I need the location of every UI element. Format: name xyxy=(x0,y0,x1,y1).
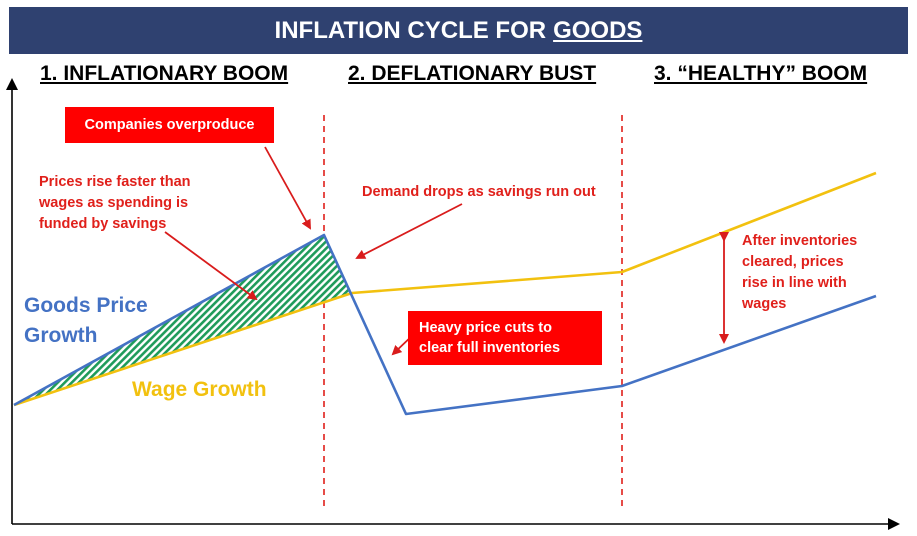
demand-drops-arrow xyxy=(355,203,463,259)
overproduce-callout: Companies overproduce xyxy=(65,107,274,143)
demand-drops-note: Demand drops as savings run out xyxy=(362,182,596,203)
price-cuts-line-1: Heavy price cuts to xyxy=(419,320,552,336)
after-clear-note: After inventories cleared, prices rise i… xyxy=(742,231,857,315)
goods-label-line-1: Goods Price xyxy=(24,294,148,317)
after-clear-line-3: rise in line with xyxy=(742,275,847,291)
wage-growth-line xyxy=(13,171,877,407)
price-cuts-callout: Heavy price cuts to clear full inventori… xyxy=(408,311,602,365)
wage-growth-label: Wage Growth xyxy=(132,378,267,401)
prices-rise-line-3: funded by savings xyxy=(39,216,167,232)
prices-rise-line-1: Prices rise faster than xyxy=(39,174,191,190)
goods-price-growth-label: Goods Price Growth xyxy=(24,291,148,351)
price-cuts-line-2: clear full inventories xyxy=(419,340,561,356)
title-banner: INFLATION CYCLE FOR GOODS xyxy=(9,7,908,54)
after-clear-line-1: After inventories xyxy=(742,233,858,249)
title-text: INFLATION CYCLE FOR xyxy=(274,16,547,44)
prices-rise-line-2: wages as spending is xyxy=(39,195,189,211)
overproduce-arrow xyxy=(264,146,311,230)
title-emphasis: GOODS xyxy=(553,16,643,44)
after-clear-line-2: cleared, prices xyxy=(742,254,844,270)
after-clear-line-4: wages xyxy=(742,296,787,312)
phase-label-deflationary-bust: 2. DEFLATIONARY BUST xyxy=(348,62,597,85)
goods-label-line-2: Growth xyxy=(24,324,98,347)
phase-label-healthy-boom: 3. “HEALTHY” BOOM xyxy=(654,62,868,85)
phase-label-inflationary-boom: 1. INFLATIONARY BOOM xyxy=(40,62,289,85)
goods-price-growth-line xyxy=(13,233,877,416)
overproduce-text: Companies overproduce xyxy=(84,117,255,133)
prices-rise-arrow xyxy=(164,231,258,301)
demand-drops-text: Demand drops as savings run out xyxy=(362,184,596,200)
price-wage-gap-area xyxy=(14,235,352,405)
prices-rise-note: Prices rise faster than wages as spendin… xyxy=(39,172,191,235)
